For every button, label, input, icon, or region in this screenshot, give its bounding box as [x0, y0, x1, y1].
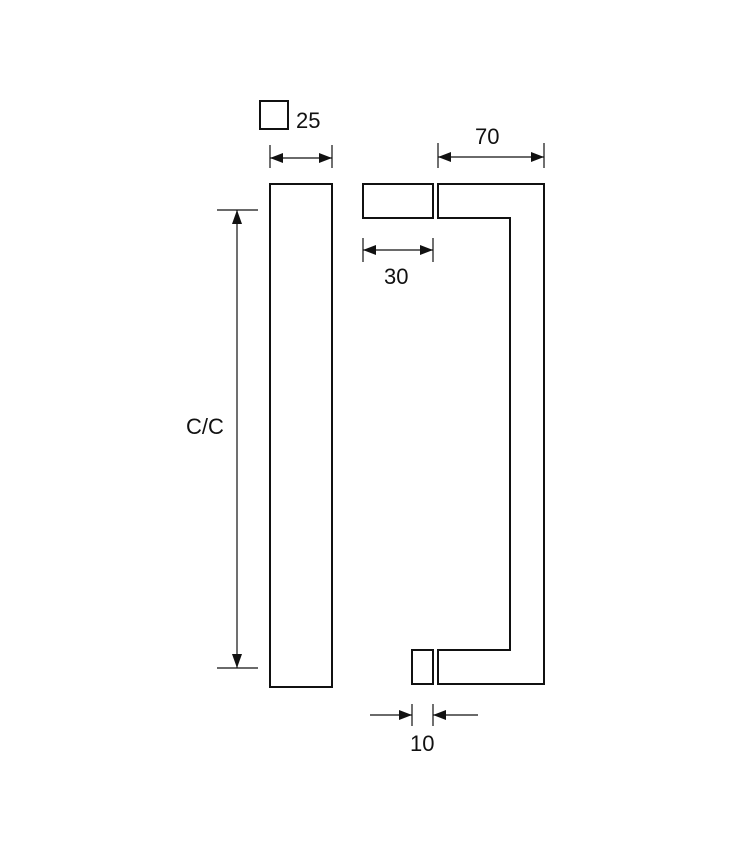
- top-fixing-block: [362, 183, 434, 219]
- dimension-70: [437, 143, 545, 168]
- square-size-label: 25: [296, 108, 320, 133]
- handle-depth-label: 70: [475, 124, 499, 149]
- dimension-center-to-center: [217, 209, 258, 669]
- dimension-30: [362, 238, 434, 262]
- gap-label: 10: [410, 731, 434, 756]
- bottom-fixing-block: [411, 649, 434, 685]
- handle-side-view: [437, 183, 545, 685]
- leg-width-label: 30: [384, 264, 408, 289]
- dimension-10: [370, 704, 478, 726]
- dimension-25: [269, 145, 333, 168]
- square-section-symbol: [259, 100, 289, 130]
- handle-front-view: [269, 183, 333, 688]
- center-to-center-label: C/C: [186, 414, 224, 439]
